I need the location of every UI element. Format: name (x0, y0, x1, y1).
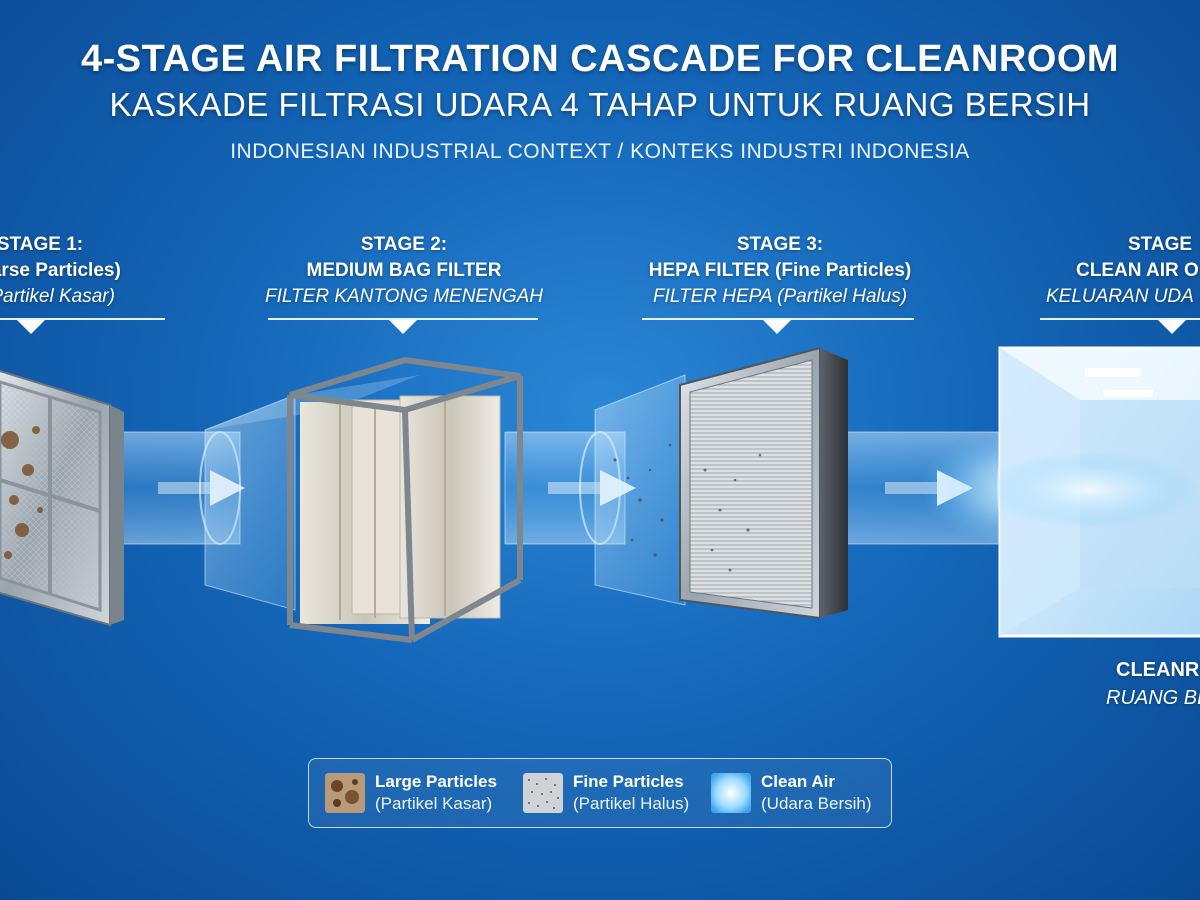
stage-3-divider (642, 318, 914, 320)
hepa-filter (594, 346, 848, 620)
subtitle: INDONESIAN INDUSTRIAL CONTEXT / KONTEKS … (230, 140, 970, 163)
legend-large-particles-translation: (Partikel Kasar) (375, 794, 493, 813)
ceiling-light (1085, 368, 1141, 377)
stage-2-number: STAGE 2: (360, 234, 448, 255)
stage-2-translation: FILTER KANTONG MENENGAH (265, 286, 543, 307)
title-english: 4-STAGE AIR FILTRATION CASCADE FOR CLEAN… (80, 38, 1120, 80)
clean-air-icon (711, 773, 751, 813)
stage-3-title: HEPA FILTER (Fine Particles) (648, 260, 912, 281)
legend-item-fine-particles: Fine Particles (Partikel Halus) (523, 769, 689, 817)
stage-4-translation: KELUARAN UDA (1046, 286, 1194, 307)
stage-2-divider (268, 318, 538, 320)
ceiling-light (1103, 390, 1153, 397)
stage-4-title: CLEAN AIR O (1076, 260, 1199, 281)
cleanroom-title: CLEANRO (1116, 659, 1200, 681)
stage-4-number: STAGE (1128, 234, 1193, 255)
large-particles-icon (325, 773, 365, 813)
stage-4-pointer-icon (1158, 320, 1186, 334)
legend-clean-air-translation: (Udara Bersih) (761, 794, 872, 813)
legend: Large Particles (Partikel Kasar) Fine Pa… (308, 758, 892, 828)
cleanroom-label: CLEANRO RUANG BE (1100, 656, 1200, 712)
cleanroom-translation: RUANG BE (1106, 687, 1200, 709)
stage-2-pointer-icon (389, 320, 417, 334)
legend-item-large-particles: Large Particles (Partikel Kasar) (325, 769, 497, 817)
cleanroom-box (980, 346, 1200, 638)
legend-item-clean-air: Clean Air (Udara Bersih) (711, 769, 872, 817)
stage-4-label: STAGE CLEAN AIR O KELUARAN UDA (1040, 232, 1200, 310)
coarse-panel-filter (0, 370, 124, 627)
stage-3-translation: FILTER HEPA (Partikel Halus) (652, 286, 908, 307)
stage-1-translation: R (Partikel Kasar) (0, 286, 115, 307)
stage-1-pointer-icon (17, 320, 45, 334)
stage-2-title: MEDIUM BAG FILTER (306, 260, 502, 281)
legend-fine-particles-translation: (Partikel Halus) (573, 794, 690, 813)
stage-1-number: STAGE 1: (0, 234, 84, 255)
stage-1-label: STAGE 1: (Coarse Particles) R (Partikel … (0, 232, 140, 310)
legend-fine-particles-name: Fine Particles (573, 772, 684, 791)
legend-large-particles-name: Large Particles (375, 772, 497, 791)
stage-1-title: (Coarse Particles) (0, 260, 121, 281)
medium-bag-filter (204, 356, 523, 643)
stage-2-label: STAGE 2: MEDIUM BAG FILTER FILTER KANTON… (254, 232, 554, 310)
stage-4-divider (1040, 318, 1200, 320)
title-indonesian: KASKADE FILTRASI UDARA 4 TAHAP UNTUK RUA… (109, 86, 1091, 123)
stage-3-number: STAGE 3: (736, 234, 824, 255)
fine-particles-icon (523, 773, 563, 813)
stage-3-label: STAGE 3: HEPA FILTER (Fine Particles) FI… (620, 232, 940, 310)
fine-particles (613, 443, 762, 572)
legend-clean-air-name: Clean Air (761, 772, 836, 791)
stage-1-divider (0, 318, 165, 320)
stage-3-pointer-icon (763, 320, 791, 334)
coarse-particles (1, 426, 43, 559)
